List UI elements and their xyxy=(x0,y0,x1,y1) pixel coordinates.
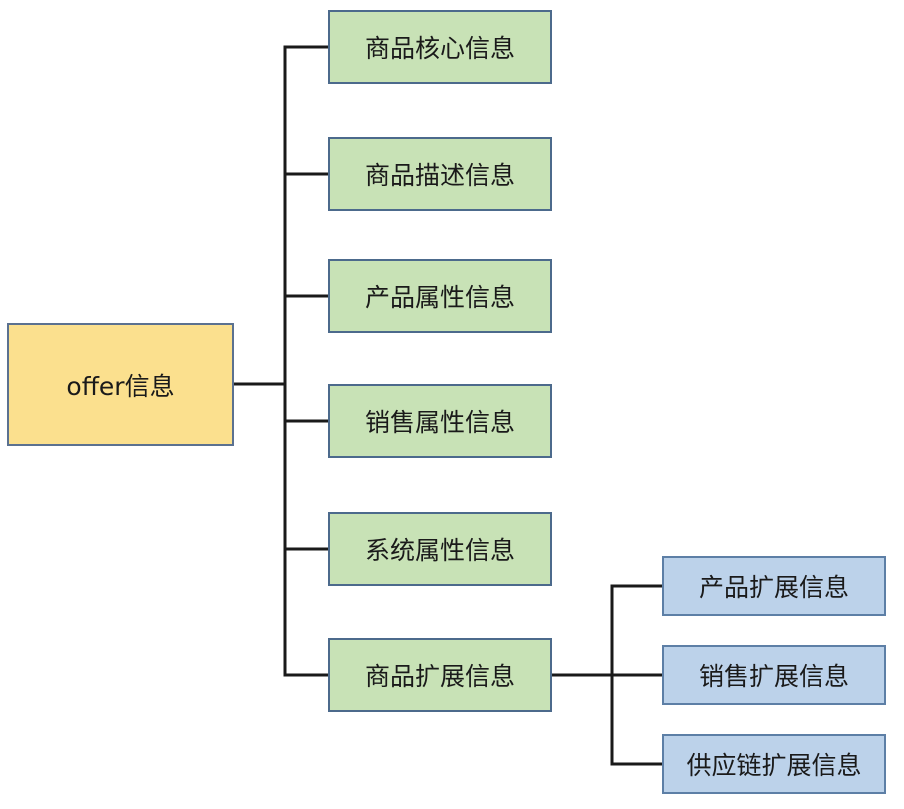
node-product-extension-info: 商品扩展信息 xyxy=(328,638,552,712)
root-node-label: offer信息 xyxy=(66,371,175,401)
node-label: 销售属性信息 xyxy=(364,408,515,437)
node-label: 商品核心信息 xyxy=(364,34,515,63)
node-label: 商品扩展信息 xyxy=(364,662,515,691)
node-system-attribute-info: 系统属性信息 xyxy=(328,512,552,586)
node-product-description-info: 商品描述信息 xyxy=(328,137,552,211)
node-sales-attribute-info: 销售属性信息 xyxy=(328,384,552,458)
node-label: 产品扩展信息 xyxy=(698,573,849,602)
node-supply-chain-extension-detail: 供应链扩展信息 xyxy=(662,734,886,794)
root-node-offer-info: offer信息 xyxy=(7,323,234,446)
node-product-attribute-info: 产品属性信息 xyxy=(328,259,552,333)
node-label: 产品属性信息 xyxy=(364,283,515,312)
node-product-core-info: 商品核心信息 xyxy=(328,10,552,84)
node-label: 商品描述信息 xyxy=(364,161,515,190)
node-label: 系统属性信息 xyxy=(364,536,515,565)
node-product-extension-detail: 产品扩展信息 xyxy=(662,556,886,616)
node-sales-extension-detail: 销售扩展信息 xyxy=(662,645,886,705)
node-label: 供应链扩展信息 xyxy=(686,751,862,780)
node-label: 销售扩展信息 xyxy=(698,662,849,691)
